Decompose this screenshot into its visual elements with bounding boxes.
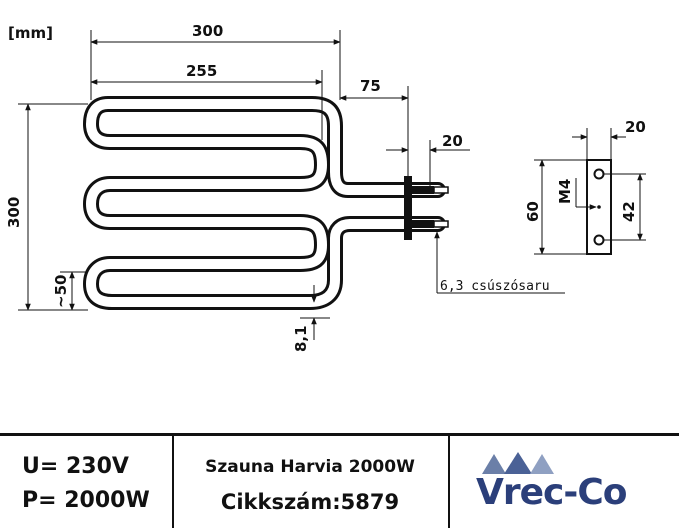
- product-name: Szauna Harvia 2000W: [205, 457, 415, 477]
- plate-hole-bottom: [593, 234, 605, 246]
- technical-drawing: [mm] 300 25: [5, 22, 646, 352]
- heating-element: [83, 96, 446, 310]
- dim-plate-width: 20: [625, 118, 646, 136]
- item-number-row: Cikkszám:5879: [172, 490, 448, 514]
- dim-plate-height: 60: [524, 201, 542, 222]
- unit-label: [mm]: [8, 24, 53, 42]
- dim-width-total: 300: [192, 22, 223, 40]
- product-info: Szauna Harvia 2000W Cikkszám:5879: [172, 436, 450, 528]
- power-spec: P= 2000W: [22, 488, 150, 513]
- item-number-label: Cikkszám:: [220, 490, 341, 514]
- dim-thread: M4: [556, 179, 574, 204]
- spade-top: [433, 186, 449, 194]
- item-number: 5879: [340, 490, 400, 514]
- mounting-flange: [404, 176, 412, 240]
- dim-loop-pitch: ~50: [52, 275, 70, 308]
- voltage-spec: U= 230V: [22, 454, 129, 479]
- logo-text: Vrec-Co: [476, 472, 627, 513]
- dim-hole-distance: 42: [620, 201, 638, 222]
- dim-height-total: 300: [5, 197, 23, 228]
- spade-bottom: [433, 220, 449, 228]
- terminal-top: [412, 186, 434, 194]
- electrical-specs: U= 230V P= 2000W: [0, 436, 174, 528]
- dim-terminal-offset: 20: [442, 132, 463, 150]
- brand-logo: Vrec-Co: [450, 436, 679, 528]
- dim-tube-offset: 8,1: [292, 325, 310, 352]
- logo-triangles-icon: [482, 452, 554, 474]
- spec-footer: U= 230V P= 2000W Szauna Harvia 2000W Cik…: [0, 433, 679, 528]
- plate-hole-center: [597, 205, 601, 209]
- terminal-bottom: [412, 220, 434, 228]
- connector-label: 6,3 csúszósaru: [440, 279, 550, 294]
- plate-hole-top: [593, 168, 605, 180]
- dim-width-inner: 255: [186, 62, 217, 80]
- dim-terminal-length: 75: [360, 77, 381, 95]
